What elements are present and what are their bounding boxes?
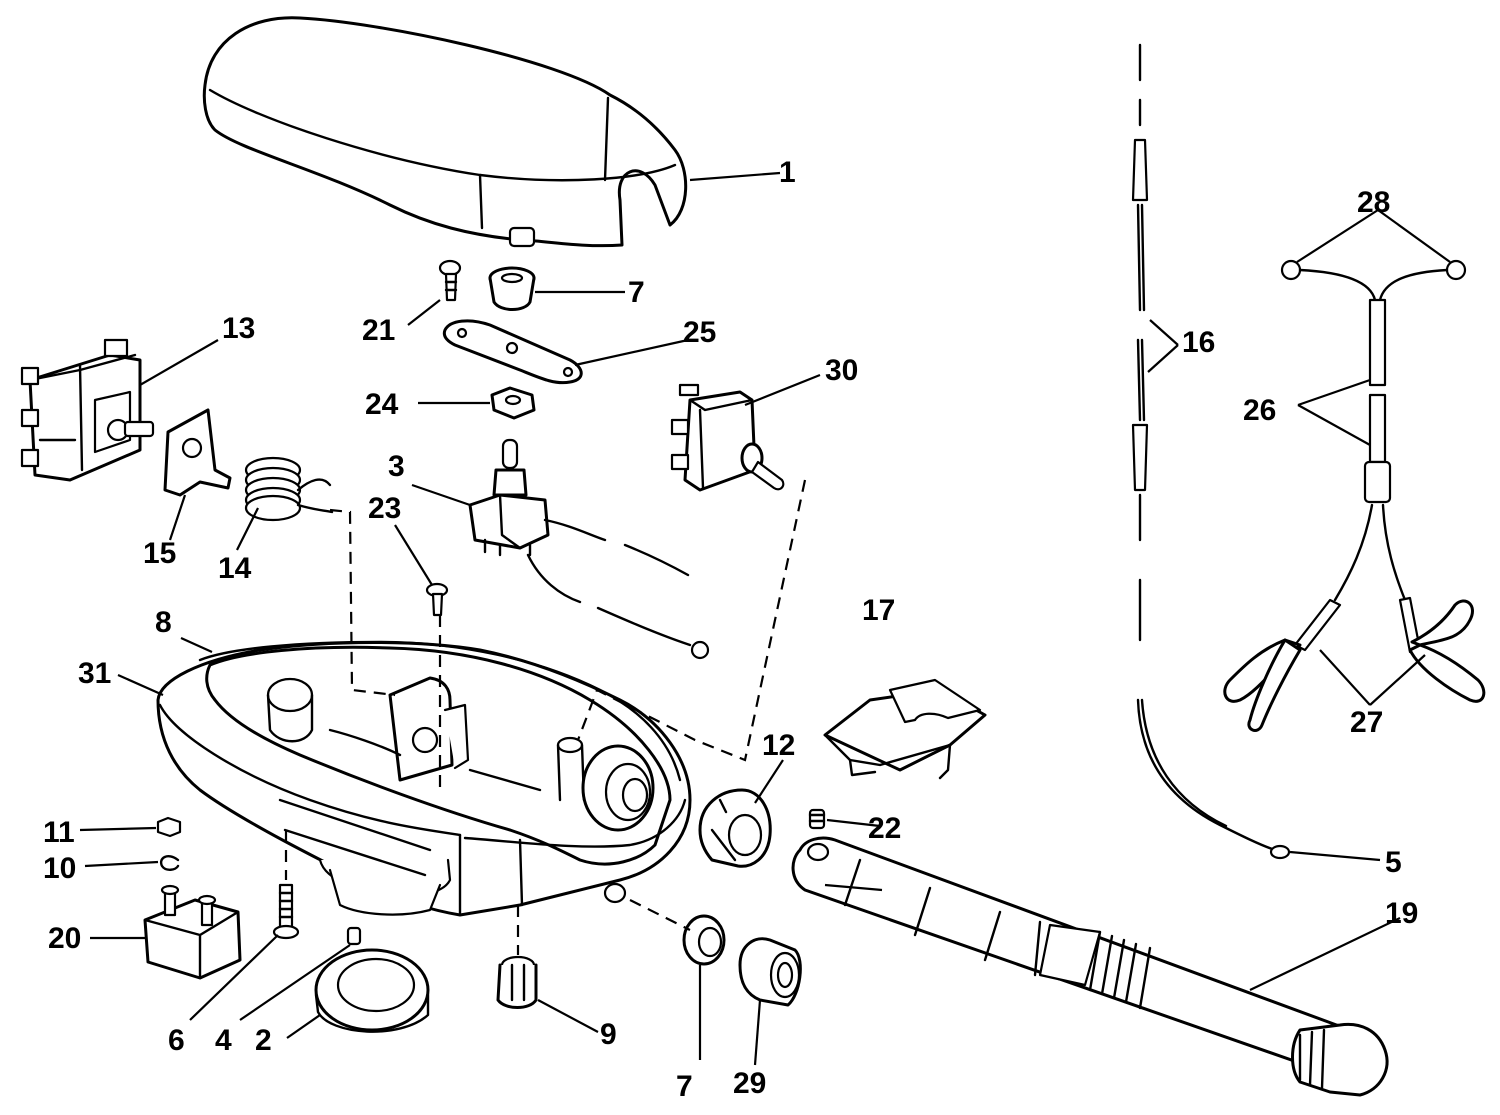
lock-washer-part (159, 855, 180, 871)
set-screw-4-part (346, 926, 362, 946)
nut-24-part (490, 386, 536, 420)
spring-part (244, 456, 334, 522)
callout-27: 27 (1350, 706, 1383, 739)
callout-5: 5 (1385, 846, 1402, 879)
callout-29: 29 (733, 1067, 766, 1100)
housing-part (156, 640, 692, 917)
screw-21-part (438, 259, 462, 302)
shaft-tube-part (791, 836, 1389, 1097)
callout-6: 6 (168, 1024, 185, 1057)
callout-7-bottom: 7 (676, 1070, 693, 1103)
ring-part (314, 948, 430, 1033)
callout-30: 30 (825, 354, 858, 387)
callout-19: 19 (1385, 897, 1418, 930)
callout-10: 10 (43, 852, 76, 885)
callout-26: 26 (1243, 394, 1276, 427)
bushing-7-top-part (488, 266, 536, 311)
circuit-breaker-part (143, 884, 242, 980)
callout-24: 24 (365, 388, 399, 421)
callout-31: 31 (78, 657, 111, 690)
callout-16: 16 (1182, 326, 1215, 359)
callout-25: 25 (683, 316, 716, 349)
callout-12: 12 (762, 729, 795, 762)
screw-6-part (272, 883, 300, 940)
bushing-7-bottom-part (682, 914, 726, 966)
cable-part (1131, 43, 1291, 860)
callout-8: 8 (155, 606, 172, 639)
callout-9: 9 (600, 1018, 617, 1051)
callout-2: 2 (255, 1024, 272, 1057)
callout-21: 21 (362, 314, 395, 347)
callout-28: 28 (1357, 186, 1390, 219)
callout-20: 20 (48, 922, 81, 955)
callout-14: 14 (218, 552, 252, 585)
callout-17: 17 (862, 594, 895, 627)
callout-11: 11 (43, 816, 75, 849)
set-screw-22-part (808, 808, 826, 830)
bracket-part (163, 408, 232, 497)
bearing-part (738, 937, 802, 1007)
toggle-switch-30-part (670, 383, 785, 492)
callout-1: 1 (779, 156, 796, 189)
battery-leads-part (1223, 259, 1486, 732)
callout-23: 23 (368, 492, 401, 525)
rotary-switch-part (20, 338, 155, 482)
callout-3: 3 (388, 450, 405, 483)
callout-13: 13 (222, 312, 255, 345)
leader-lines (79, 171, 1451, 1066)
assembly-lines (284, 479, 807, 955)
clip-part (823, 678, 987, 780)
callout-4: 4 (215, 1024, 232, 1057)
toggle-switch-3-part (468, 438, 710, 660)
callout-22: 22 (868, 812, 901, 845)
fitting-part (496, 955, 538, 1009)
callout-7-top: 7 (628, 276, 645, 309)
callout-15: 15 (143, 537, 176, 570)
callout-numbers: 1 2 3 4 5 6 7 7 8 9 10 11 12 13 14 15 16… (43, 156, 1418, 1103)
cover-part (202, 16, 688, 248)
plate-part (442, 319, 583, 385)
nut-11-part (156, 816, 182, 838)
collar-part (698, 788, 772, 868)
screw-23-part (425, 582, 449, 617)
